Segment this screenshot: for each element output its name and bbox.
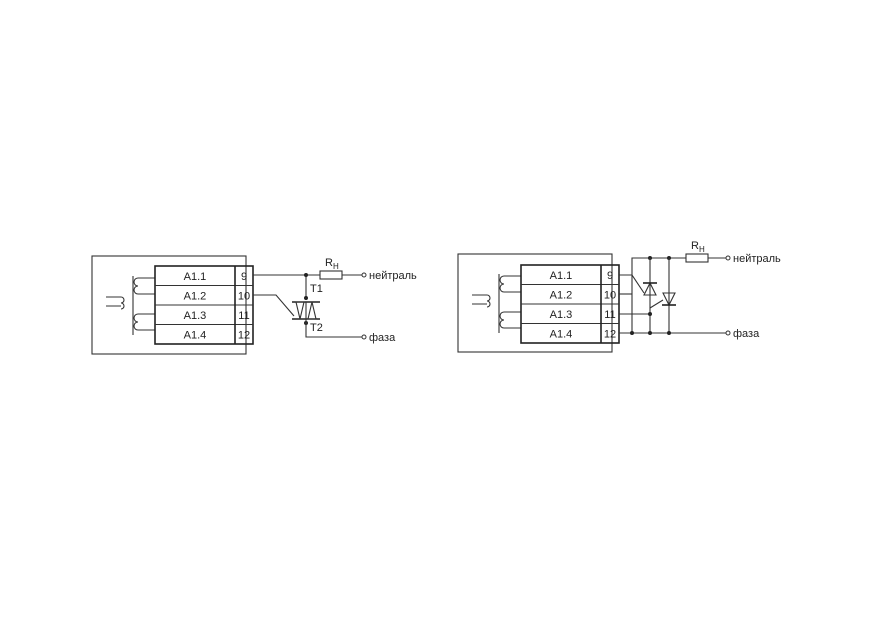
neutral-terminal	[361, 272, 367, 278]
neutral-label: нейтраль	[733, 253, 781, 265]
terminal-number: 10	[238, 291, 250, 303]
neutral-terminal	[725, 255, 731, 261]
phase-label: фаза	[733, 328, 760, 340]
terminal-number: 11	[238, 310, 249, 322]
t2-label: T2	[310, 322, 323, 334]
transformer-coil-icon	[106, 276, 155, 335]
device-housing	[457, 253, 613, 353]
channel-label: A1.3	[184, 310, 207, 322]
neutral-label: нейтраль	[369, 270, 417, 282]
terminal-number: 12	[238, 330, 250, 342]
channel-label: A1.4	[184, 330, 207, 342]
thyristor-icon	[662, 292, 676, 307]
channel-label: A1.4	[550, 329, 573, 341]
load-label: RН	[691, 240, 705, 254]
load-resistor-icon	[319, 270, 343, 280]
triac-icon	[292, 301, 320, 320]
diagram-thyristors: A1.1 A1.2 A1.3 A1.4 9 10 11 12 нейтраль …	[457, 240, 781, 353]
channel-label: A1.2	[184, 291, 207, 303]
channel-label: A1.2	[550, 290, 573, 302]
terminal-number: 9	[607, 270, 613, 282]
terminal-number: 11	[604, 309, 615, 321]
channel-label: A1.1	[550, 270, 573, 282]
diagram-triac: A1.1 A1.2 A1.3 A1.4 9 10 11 12 нейтраль …	[91, 255, 417, 355]
transformer-coil-icon	[472, 274, 521, 333]
phase-terminal	[725, 330, 731, 336]
phase-terminal	[361, 334, 367, 340]
channel-label: A1.3	[550, 309, 573, 321]
phase-label: фаза	[369, 332, 396, 344]
terminal-number: 9	[241, 271, 247, 283]
load-label: RН	[325, 257, 339, 271]
wire	[631, 257, 686, 333]
terminal-number: 12	[604, 329, 616, 341]
thyristor-icon	[643, 281, 657, 296]
t1-label: T1	[310, 283, 323, 295]
channel-label: A1.1	[184, 271, 207, 283]
load-resistor-icon	[685, 253, 709, 263]
terminal-number: 10	[604, 290, 616, 302]
